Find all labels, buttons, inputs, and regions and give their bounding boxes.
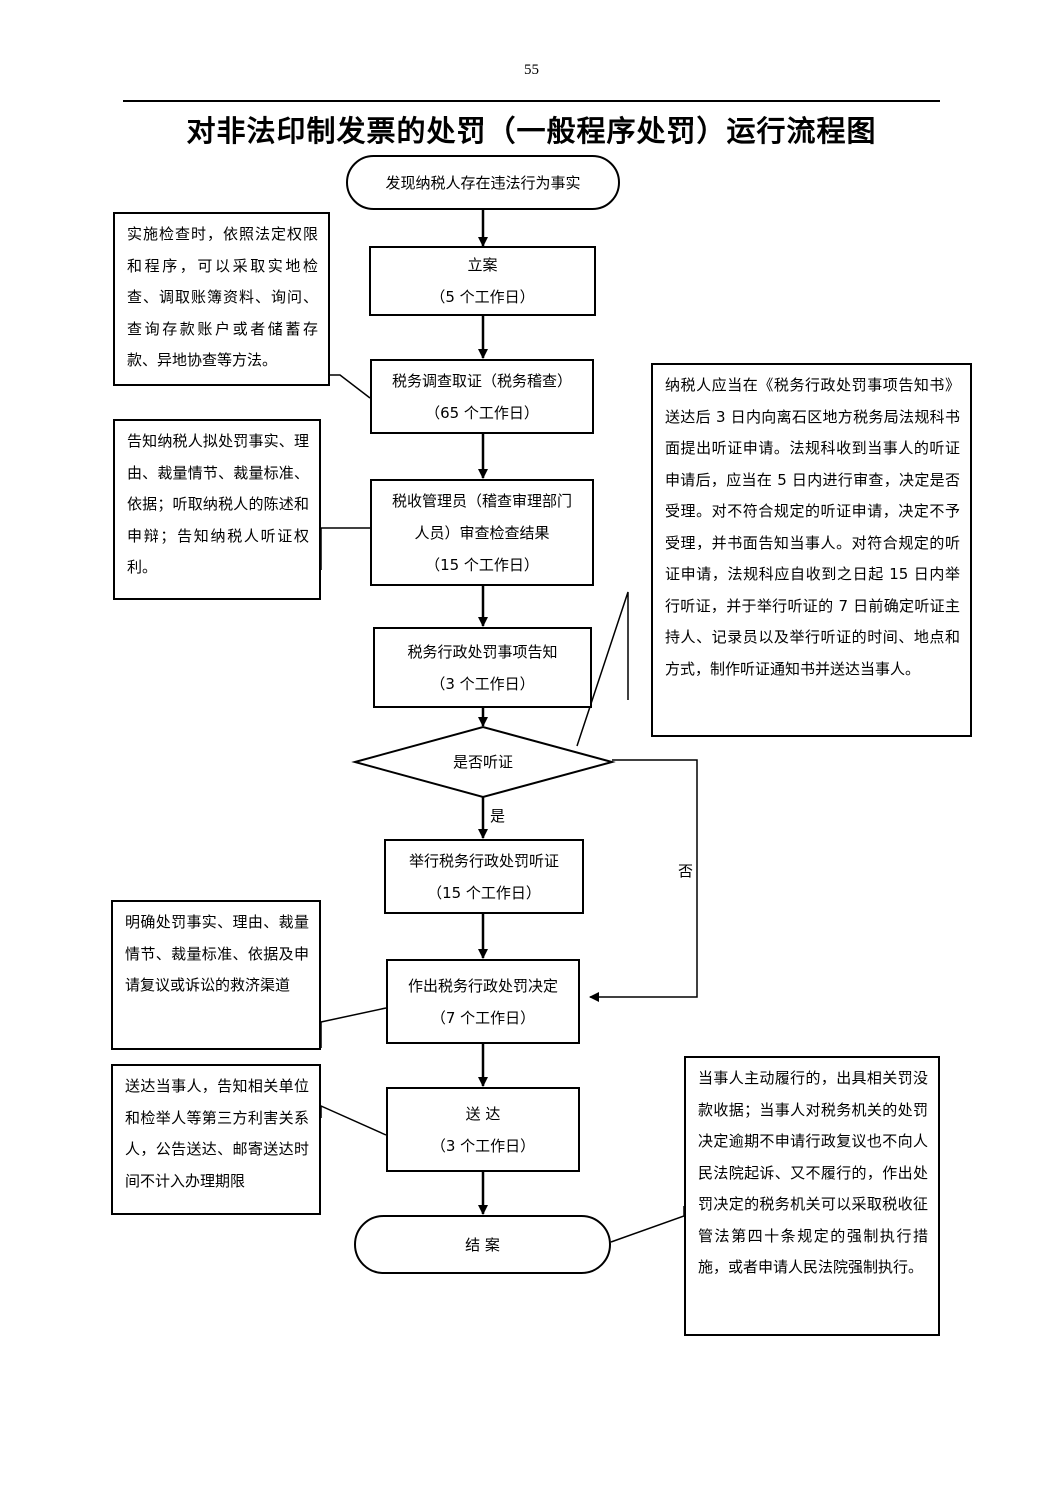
step-hearing: 举行税务行政处罚听证 （15 个工作日） <box>384 839 584 914</box>
note-inspection-methods: 实施检查时，依照法定权限和程序，可以采取实地检查、调取账簿资料、询问、查询存款账… <box>113 212 330 386</box>
step-decision-name: 作出税务行政处罚决定 <box>407 976 558 995</box>
end-terminator: 结 案 <box>354 1215 611 1274</box>
step-hearing-time: （15 个工作日） <box>427 883 541 902</box>
step-review-name-line2: 人员）审查检查结果 <box>414 523 550 542</box>
step-delivery-name: 送 达 <box>465 1104 501 1123</box>
step-notification-name: 税务行政处罚事项告知 <box>407 642 558 661</box>
yes-label: 是 <box>490 807 506 825</box>
no-branch-line <box>589 759 698 1002</box>
step-review-name-line1: 税收管理员（稽查审理部门 <box>391 491 572 510</box>
page-title: 对非法印制发票的处罚（一般程序处罚）运行流程图 <box>186 114 877 148</box>
step-hearing-name: 举行税务行政处罚听证 <box>408 851 559 870</box>
page-number: 55 <box>524 62 539 78</box>
step-notification-time: （3 个工作日） <box>430 674 535 693</box>
note4-pointer <box>320 1007 387 1048</box>
note-enforcement: 当事人主动履行的，出具相关罚没款收据；当事人对税务机关的处罚决定逾期不申请行政复… <box>684 1056 940 1336</box>
end-label: 结 案 <box>465 1235 500 1254</box>
step-investigation: 税务调查取证（税务稽查） （65 个工作日） <box>370 359 594 434</box>
decision-diamond <box>351 725 616 799</box>
header-rule <box>123 100 940 102</box>
step-filing-name: 立案 <box>467 256 498 274</box>
step-review-time: （15 个工作日） <box>425 555 539 574</box>
note2-pointer <box>320 527 370 570</box>
decision-label: 是否听证 <box>452 753 513 771</box>
step-decision-time: （7 个工作日） <box>430 1008 536 1027</box>
start-terminator: 发现纳税人存在违法行为事实 <box>346 155 620 210</box>
step-delivery-time: （3 个工作日） <box>430 1136 536 1155</box>
note5-pointer <box>320 1104 387 1136</box>
note6-pointer <box>610 1206 685 1243</box>
note-notify-taxpayer: 告知纳税人拟处罚事实、理由、裁量情节、裁量标准、依据；听取纳税人的陈述和申辩；告… <box>113 419 321 600</box>
note-decision-content: 明确处罚事实、理由、裁量情节、裁量标准、依据及申请复议或诉讼的救济渠道 <box>111 900 321 1050</box>
step-filing-time: （5 个工作日） <box>430 288 535 306</box>
start-label: 发现纳税人存在违法行为事实 <box>385 173 581 192</box>
no-label: 否 <box>678 862 694 880</box>
note3-pointer <box>576 591 629 747</box>
step-investigation-name: 税务调查取证（税务稽查） <box>391 371 572 390</box>
note-hearing-procedure: 纳税人应当在《税务行政处罚事项告知书》送达后 3 日内向离石区地方税务局法规科书… <box>651 363 972 737</box>
step-notification: 税务行政处罚事项告知 （3 个工作日） <box>373 627 592 708</box>
step-delivery: 送 达 （3 个工作日） <box>386 1087 580 1172</box>
note1-pointer <box>330 374 371 399</box>
step-investigation-time: （65 个工作日） <box>425 403 539 422</box>
step-filing: 立案 （5 个工作日） <box>369 246 596 316</box>
step-review: 税收管理员（稽查审理部门 人员）审查检查结果 （15 个工作日） <box>370 479 594 586</box>
step-decision: 作出税务行政处罚决定 （7 个工作日） <box>386 959 580 1044</box>
note-delivery: 送达当事人，告知相关单位和检举人等第三方利害关系人，公告送达、邮寄送达时间不计入… <box>111 1064 321 1215</box>
